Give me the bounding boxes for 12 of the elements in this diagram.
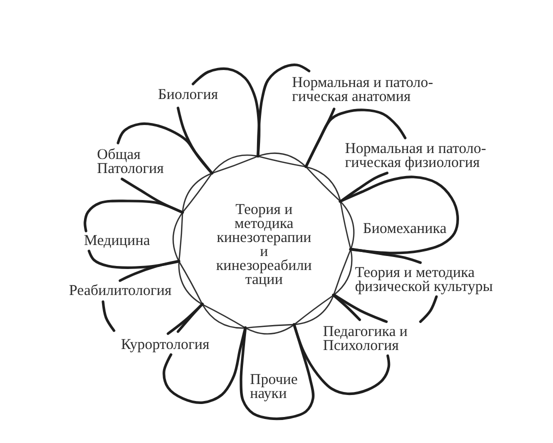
petal-label: Прочие науки	[250, 372, 299, 401]
petal-label: Биология	[158, 88, 218, 102]
petal-label: Педагогика и Психология	[322, 324, 409, 353]
petal-label: Теория и методика физической культуры	[354, 266, 494, 294]
petal-label: Нормальная и патоло- гическая анатомия	[292, 76, 434, 104]
center-label: Теория и методика кинезотерапии и кинезореабили тации	[215, 203, 313, 287]
petal-label: Курортология	[121, 338, 210, 352]
petal-label: Реабилитология	[69, 284, 172, 298]
petal-label: Нормальная и патоло- гическая физиология	[344, 142, 488, 170]
petal-label: Биомеханика	[362, 222, 447, 236]
petal-label: Общая Патология	[97, 148, 165, 176]
petal-label: Медицина	[84, 234, 150, 248]
